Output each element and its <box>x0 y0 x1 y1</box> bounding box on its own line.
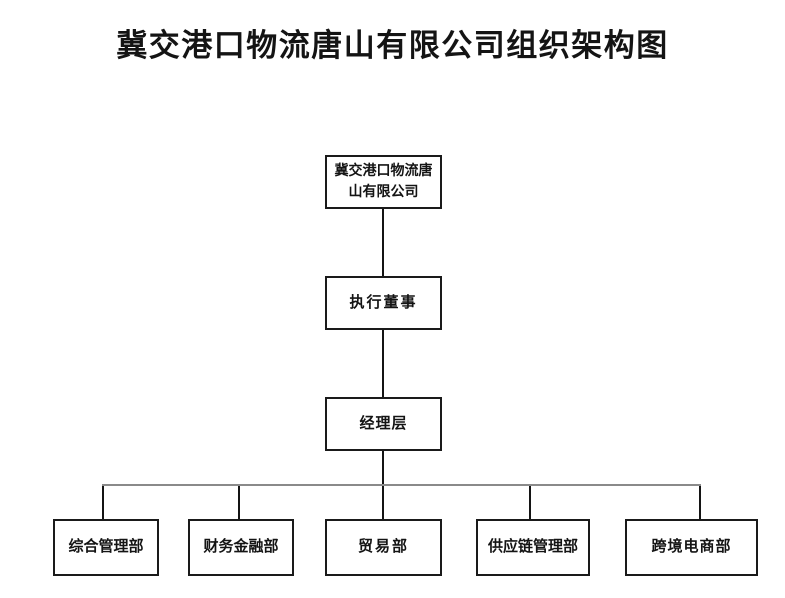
org-node-company-label: 冀交港口物流唐山有限公司 <box>334 164 433 200</box>
org-node-finance-dept: 财务金融部 <box>188 519 294 576</box>
connector-company-to-director <box>382 209 384 276</box>
org-node-trade-dept: 贸易部 <box>325 519 442 576</box>
org-node-management-layer: 经理层 <box>325 397 442 451</box>
connector-drop-finance <box>238 486 240 519</box>
connector-horizontal-bus <box>102 484 701 486</box>
org-node-general-management-dept: 综合管理部 <box>53 519 159 576</box>
org-node-trade-dept-label: 贸易部 <box>357 539 409 555</box>
org-node-executive-director-label: 执行董事 <box>349 294 418 311</box>
connector-director-to-manager <box>382 330 384 397</box>
org-node-company: 冀交港口物流唐山有限公司 <box>325 155 442 209</box>
connector-drop-supply-chain <box>529 486 531 519</box>
org-node-supply-chain-dept-label: 供应链管理部 <box>487 539 578 555</box>
connector-drop-general-management <box>102 486 104 519</box>
org-node-cross-border-ecommerce-dept-label: 跨境电商部 <box>651 539 732 555</box>
connector-drop-cross-border <box>699 486 701 519</box>
page-title: 冀交港口物流唐山有限公司组织架构图 <box>116 28 669 63</box>
org-node-cross-border-ecommerce-dept: 跨境电商部 <box>625 519 758 576</box>
org-node-supply-chain-dept: 供应链管理部 <box>476 519 590 576</box>
org-node-management-layer-label: 经理层 <box>359 415 408 432</box>
org-node-executive-director: 执行董事 <box>325 276 442 330</box>
org-node-finance-dept-label: 财务金融部 <box>203 539 279 555</box>
org-node-general-management-dept-label: 综合管理部 <box>68 539 144 555</box>
